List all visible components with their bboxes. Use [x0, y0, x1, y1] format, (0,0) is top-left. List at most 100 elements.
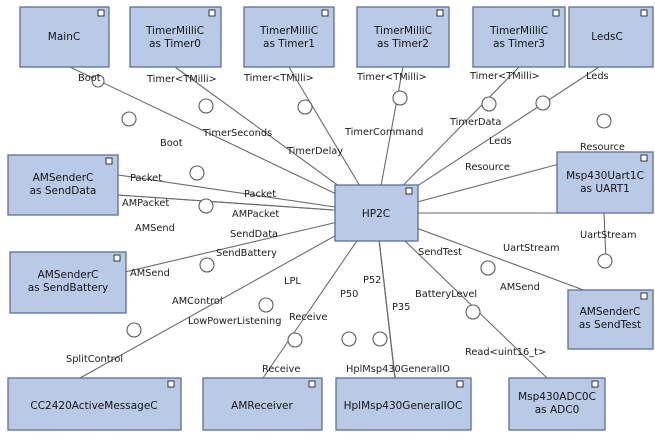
- interface-receive: [287, 332, 303, 348]
- component-timer1[interactable]: TimerMilliC as Timer1: [243, 6, 335, 68]
- interface-boot: [121, 111, 137, 127]
- component-leds-c[interactable]: LedsC: [568, 6, 654, 68]
- wire-sendbattery: [124, 212, 377, 273]
- label-packet-user: Packet: [244, 189, 276, 200]
- label-low-power-listening: LowPowerListening: [188, 316, 281, 327]
- interface-packet: [189, 165, 205, 181]
- wire-boot: [69, 66, 377, 214]
- gpio-label-line1: HplMsp430GeneralIOC: [344, 400, 463, 412]
- label-timer-data: TimerData: [449, 117, 501, 128]
- interface-p50: [341, 331, 357, 347]
- label-ampacket-user: AMPacket: [232, 209, 279, 220]
- label-send-data: SendData: [230, 229, 278, 240]
- wire-labels: Boot Boot Timer<TMilli> Timer<TMilli> Ti…: [66, 71, 637, 375]
- timer1-label-line1: TimerMilliC: [259, 25, 318, 37]
- label-boot-provider: Boot: [78, 73, 101, 84]
- component-main-c[interactable]: MainC: [19, 6, 110, 68]
- component-send-battery[interactable]: AMSenderC as SendBattery: [9, 251, 127, 314]
- label-leds-provider: Leds: [586, 71, 609, 82]
- component-am-receiver[interactable]: AMReceiver: [202, 377, 323, 431]
- interface-batterylevel: [465, 304, 481, 320]
- send-test-label-line2: as SendTest: [579, 319, 641, 331]
- wire-senddata: [117, 194, 377, 214]
- label-read-uint16: Read<uint16_t>: [465, 347, 546, 358]
- label-split-control: SplitControl: [66, 354, 123, 365]
- send-battery-label-line2: as SendBattery: [28, 282, 109, 294]
- timer3-label-line1: TimerMilliC: [489, 25, 548, 37]
- interface-p35: [372, 331, 388, 347]
- send-data-label-line1: AMSenderC: [33, 172, 94, 184]
- timer1-label-line2: as Timer1: [263, 38, 315, 50]
- adc0-label-line1: Msp430ADC0C: [518, 391, 596, 403]
- label-receive-provider: Receive: [262, 364, 300, 375]
- leds-c-label-line1: LedsC: [591, 31, 623, 43]
- label-hpl-gpio: HplMsp430GeneralIO: [346, 364, 450, 375]
- interface-timer2: [392, 90, 408, 106]
- interface-amsend-battery: [199, 257, 215, 273]
- label-ampacket-provider: AMPacket: [122, 198, 169, 209]
- label-amsend-battery: AMSend: [130, 268, 170, 279]
- interface-timer0: [198, 98, 214, 114]
- wire-uartstream-down: [603, 212, 607, 261]
- main-c-label-line1: MainC: [48, 31, 80, 43]
- label-timer-command: TimerCommand: [344, 127, 423, 138]
- interface-splitcontrol: [126, 322, 142, 338]
- component-cc2420[interactable]: CC2420ActiveMessageC: [7, 377, 182, 431]
- component-hp2c[interactable]: HP2C: [334, 184, 419, 242]
- timer3-label-line2: as Timer3: [493, 38, 545, 50]
- am-receiver-label-line1: AMReceiver: [231, 400, 293, 412]
- send-battery-label-line1: AMSenderC: [38, 269, 99, 281]
- label-battery-level: BatteryLevel: [415, 289, 477, 300]
- label-timer-tmilli-0: Timer<TMilli>: [146, 74, 217, 85]
- component-timer3[interactable]: TimerMilliC as Timer3: [472, 6, 566, 68]
- uart1-label-line1: Msp430Uart1C: [566, 170, 644, 182]
- timer0-label-line1: TimerMilliC: [145, 25, 204, 37]
- label-boot-user: Boot: [160, 138, 183, 149]
- label-p52: P52: [363, 275, 381, 286]
- label-p50: P50: [340, 289, 358, 300]
- component-send-data[interactable]: AMSenderC as SendData: [7, 154, 119, 216]
- label-uart-stream-provider: UartStream: [580, 230, 637, 241]
- label-send-test: SendTest: [418, 247, 462, 258]
- interface-uartstream: [597, 253, 613, 269]
- timer0-label-line2: as Timer0: [149, 38, 201, 50]
- label-leds-user: Leds: [489, 136, 512, 147]
- label-timer-tmilli-3: Timer<TMilli>: [469, 71, 540, 82]
- interface-timer3: [481, 96, 497, 112]
- interface-leds: [535, 95, 551, 111]
- label-resource-user: Resource: [465, 162, 510, 173]
- send-test-label-line1: AMSenderC: [580, 306, 641, 318]
- adc0-label-line2: as ADC0: [535, 404, 580, 416]
- interface-boot-provider: [91, 74, 105, 88]
- interface-sendtest: [480, 260, 496, 276]
- label-packet-provider: Packet: [130, 173, 162, 184]
- interface-lpl: [258, 297, 274, 313]
- label-receive-user: Receive: [289, 312, 327, 323]
- component-timer2[interactable]: TimerMilliC as Timer2: [356, 6, 450, 68]
- timer2-label-line2: as Timer2: [377, 38, 429, 50]
- label-lpl: LPL: [284, 276, 301, 287]
- uart1-label-line2: as UART1: [580, 183, 630, 195]
- wire-amcontrol: [79, 212, 377, 379]
- interface-resource: [596, 113, 612, 129]
- label-uart-stream-user: UartStream: [503, 243, 560, 254]
- component-timer0[interactable]: TimerMilliC as Timer0: [129, 6, 222, 68]
- send-data-label-line2: as SendData: [30, 185, 97, 197]
- label-am-control: AMControl: [172, 296, 223, 307]
- label-timer-delay: TimerDelay: [286, 146, 343, 157]
- label-amsend-data: AMSend: [135, 223, 175, 234]
- component-adc0[interactable]: Msp430ADC0C as ADC0: [508, 377, 606, 431]
- component-send-test[interactable]: AMSenderC as SendTest: [567, 289, 654, 350]
- hp2c-label-line1: HP2C: [362, 208, 390, 220]
- label-send-battery: SendBattery: [216, 248, 277, 259]
- label-resource-provider: Resource: [580, 142, 625, 153]
- label-amsend-test: AMSend: [500, 282, 540, 293]
- label-timer-seconds: TimerSeconds: [202, 128, 272, 139]
- component-gpio[interactable]: HplMsp430GeneralIOC: [335, 377, 472, 431]
- label-p35: P35: [392, 302, 410, 313]
- label-timer-tmilli-2: Timer<TMilli>: [356, 72, 427, 83]
- label-timer-tmilli-1: Timer<TMilli>: [243, 73, 314, 84]
- component-uart1[interactable]: Msp430Uart1C as UART1: [556, 151, 654, 214]
- interface-circles: [91, 74, 613, 348]
